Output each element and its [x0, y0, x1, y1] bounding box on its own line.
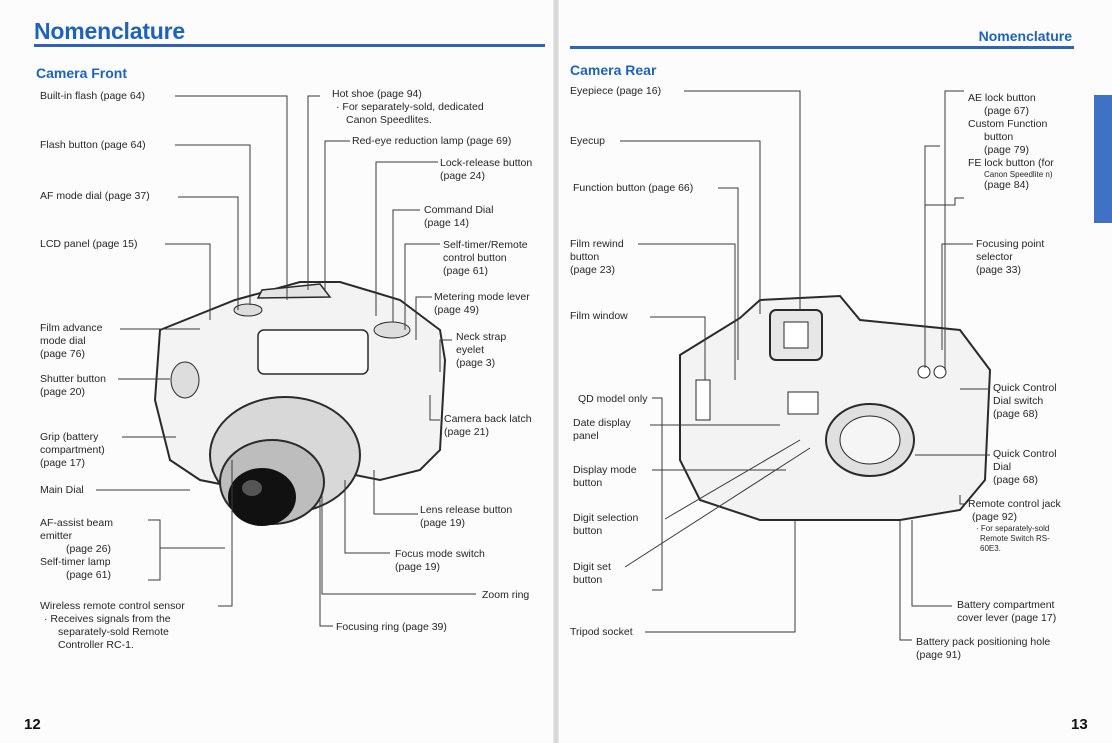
label-hot-shoe: Hot shoe (page 94) · For separately-sold…	[332, 88, 484, 126]
section-heading-front: Camera Front	[36, 65, 128, 81]
page-number-left: 12	[24, 716, 41, 733]
section-heading-rear: Camera Rear	[570, 62, 657, 78]
title-rule-left	[34, 44, 545, 47]
label-focus-mode-switch: Focus mode switch(page 19)	[395, 548, 485, 573]
label-built-in-flash: Built-in flash (page 64)	[40, 90, 146, 102]
camera-front-illustration	[153, 281, 447, 526]
label-camera-back-latch: Camera back latch(page 21)	[444, 413, 532, 438]
title-rule-right	[570, 46, 1074, 49]
label-function-button: Function button (page 66)	[573, 182, 694, 194]
label-film-window: Film window	[570, 310, 628, 322]
label-lens-release-button: Lens release button(page 19)	[420, 504, 513, 529]
label-shutter-button: Shutter button(page 20)	[40, 373, 106, 398]
label-lcd-panel: LCD panel (page 15)	[40, 238, 138, 250]
camera-rear-illustration	[679, 294, 992, 521]
label-command-dial: Command Dial(page 14)	[424, 204, 494, 229]
label-remote-control-jack: Remote control jack (page 92) · For sepa…	[968, 498, 1061, 553]
label-battery-pack-positioning-hole: Battery pack positioning hole(page 91)	[916, 636, 1051, 661]
label-eyepiece: Eyepiece (page 16)	[570, 85, 662, 97]
label-af-mode-dial: AF mode dial (page 37)	[40, 190, 150, 202]
label-main-dial: Main Dial	[40, 484, 84, 496]
label-ae-lock-custom-function-fe-lock: AE lock button (page 67) Custom Function…	[968, 92, 1054, 191]
label-red-eye-lamp: Red-eye reduction lamp (page 69)	[352, 135, 512, 147]
label-tripod-socket: Tripod socket	[570, 626, 633, 638]
chapter-tab	[1094, 95, 1112, 223]
label-qd-model-only: QD model only	[578, 393, 648, 405]
label-eyecup: Eyecup	[570, 135, 606, 147]
label-focusing-ring: Focusing ring (page 39)	[336, 621, 447, 633]
page-title-right: Nomenclature	[978, 28, 1072, 44]
page-title-left: Nomenclature	[34, 18, 185, 44]
label-zoom-ring: Zoom ring	[482, 589, 530, 601]
label-lock-release-button: Lock-release button(page 24)	[440, 157, 533, 182]
label-wireless-remote-sensor: Wireless remote control sensor · Receive…	[40, 600, 185, 651]
page-number-right: 13	[1071, 716, 1088, 733]
page-gutter	[553, 0, 559, 743]
label-metering-mode-lever: Metering mode lever(page 49)	[434, 291, 530, 316]
label-flash-button: Flash button (page 64)	[40, 139, 146, 151]
